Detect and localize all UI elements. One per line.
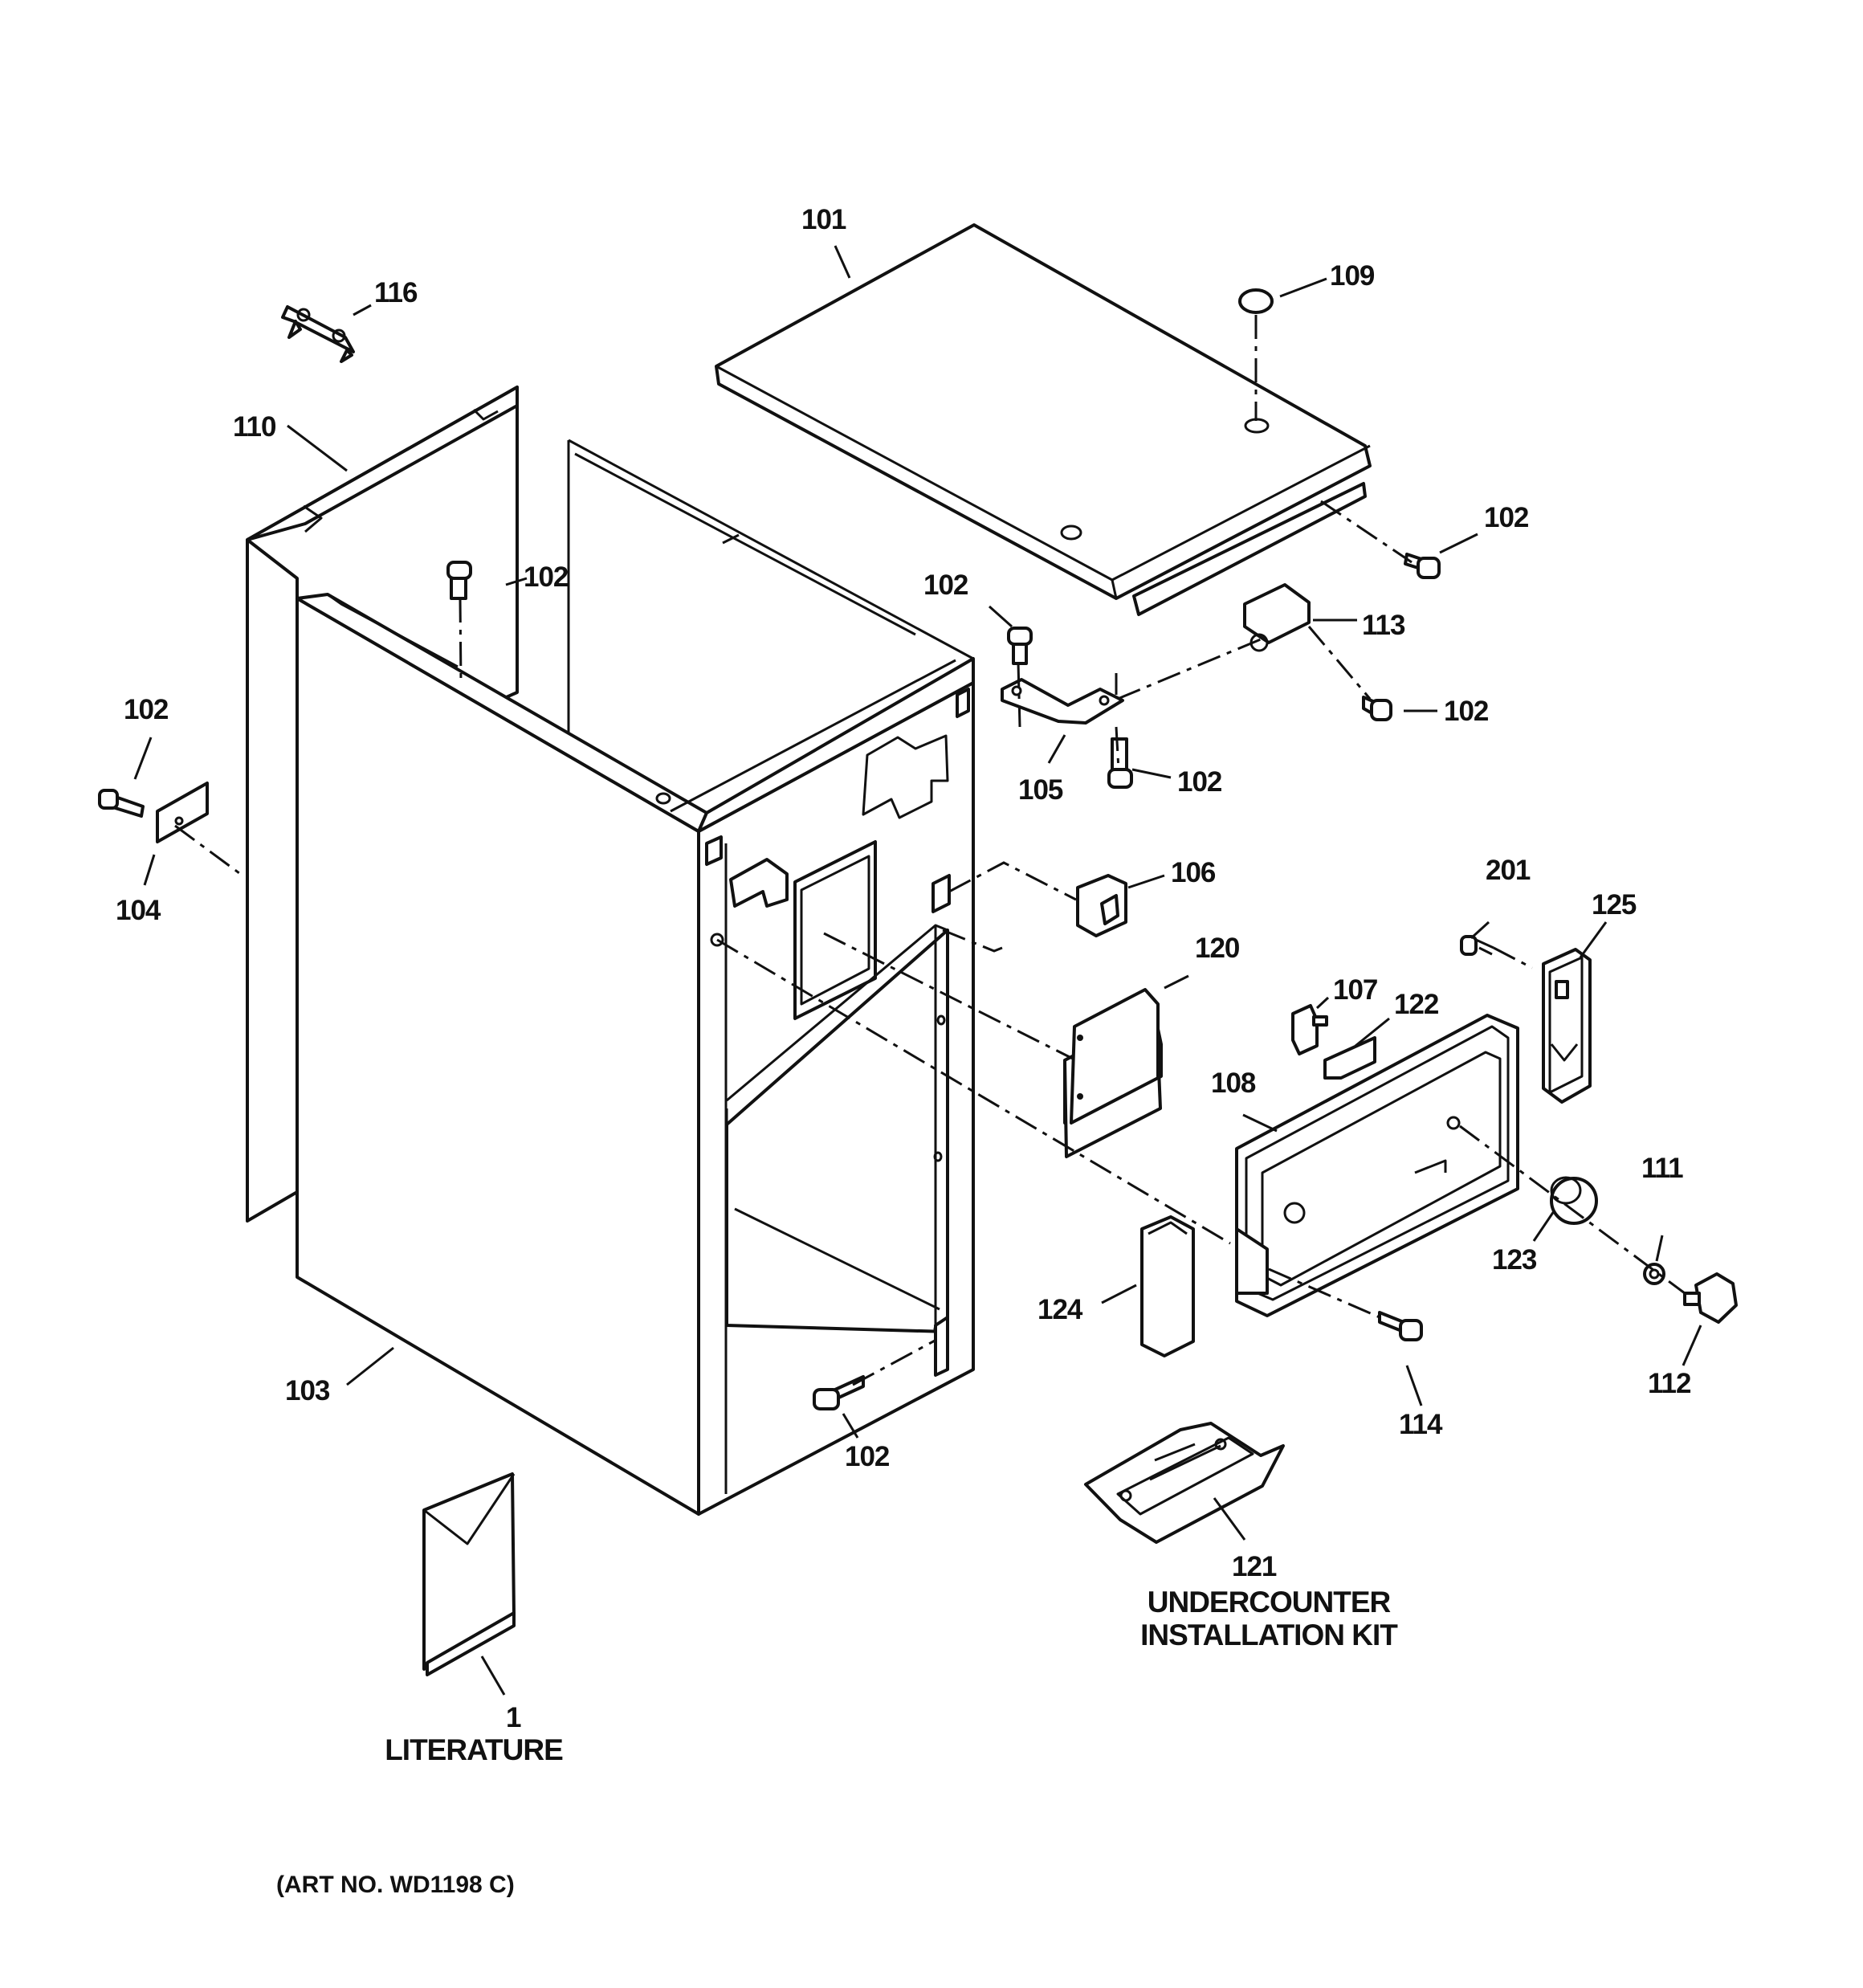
label-102-bottom: 102	[845, 1441, 890, 1472]
cabinet-wrapper-103	[296, 593, 975, 1516]
kit-caption-line1: UNDERCOUNTER	[1148, 1586, 1391, 1619]
label-102-right-top: 102	[1484, 502, 1529, 533]
label-112: 112	[1648, 1368, 1691, 1399]
knob-112	[1683, 1272, 1738, 1324]
art-number: (ART NO. WD1198 C)	[276, 1872, 515, 1898]
top-panel-101	[715, 223, 1372, 616]
clip-116	[281, 305, 355, 363]
label-105: 105	[1018, 774, 1063, 806]
label-106: 106	[1171, 857, 1216, 888]
end-cap-125	[1542, 948, 1592, 1104]
label-120: 120	[1195, 933, 1240, 964]
label-114: 114	[1399, 1409, 1443, 1440]
control-panel-108	[1235, 1014, 1519, 1317]
hinge-105	[1001, 673, 1124, 725]
label-102-cabinet-top: 102	[524, 561, 569, 593]
switch-106	[1076, 874, 1127, 937]
label-104: 104	[116, 895, 161, 926]
leader-lines	[133, 245, 1702, 1696]
label-125: 125	[1592, 889, 1637, 921]
label-122: 122	[1394, 989, 1439, 1020]
label-201: 201	[1486, 855, 1531, 886]
label-108: 108	[1211, 1067, 1256, 1099]
label-116: 116	[374, 277, 418, 308]
installation-kit-121	[1084, 1422, 1285, 1544]
kit-caption-line2: INSTALLATION KIT	[1140, 1619, 1398, 1651]
assembly-lines	[174, 500, 1686, 1386]
literature-caption: LITERATURE	[385, 1733, 563, 1766]
label-121: 121	[1232, 1551, 1277, 1582]
cover-120	[1063, 988, 1163, 1158]
label-111: 111	[1641, 1153, 1683, 1184]
label-102-right-mid: 102	[1444, 696, 1489, 727]
part-labels: 101 109 116 110 102 102 102 113 102 102 …	[116, 204, 1692, 1733]
label-102-hinge: 102	[923, 569, 968, 601]
label-103: 103	[285, 1375, 330, 1406]
label-107: 107	[1333, 974, 1377, 1006]
captions: UNDERCOUNTER INSTALLATION KIT LITERATURE…	[276, 1586, 1399, 1898]
label-102-center: 102	[1177, 766, 1222, 798]
label-102-left: 102	[124, 694, 169, 725]
literature-envelope-1	[422, 1472, 516, 1676]
label-109: 109	[1330, 260, 1375, 292]
label-124: 124	[1037, 1294, 1083, 1325]
foot-109	[1238, 288, 1274, 421]
ring-123	[1550, 1176, 1598, 1225]
label-113: 113	[1362, 610, 1405, 641]
switch-107	[1291, 1004, 1376, 1080]
label-101: 101	[801, 204, 846, 235]
label-1: 1	[506, 1702, 521, 1733]
trim-124	[1140, 1215, 1195, 1357]
screw-201	[1460, 935, 1494, 956]
label-123: 123	[1492, 1244, 1537, 1276]
hinge-block-113	[1243, 583, 1311, 652]
washer-111	[1643, 1263, 1665, 1285]
bracket-104	[156, 782, 209, 843]
label-110: 110	[233, 411, 276, 443]
